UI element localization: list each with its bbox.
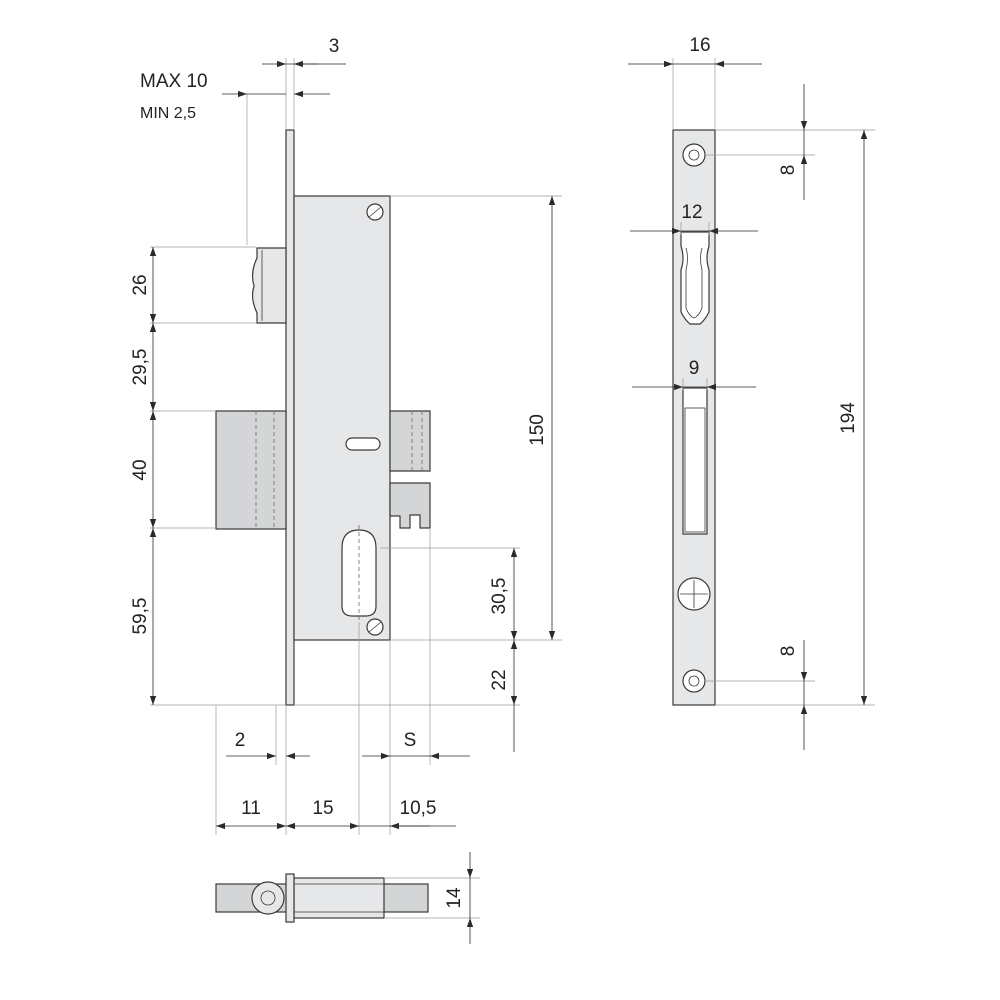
bolt-opening [682, 387, 708, 535]
faceplate-view [672, 129, 716, 706]
label-150: 150 [527, 414, 548, 446]
front-view [215, 129, 431, 706]
label-26: 26 [130, 274, 151, 295]
dim-total-length: 194 [838, 130, 868, 705]
latch-opening [680, 231, 710, 325]
label-59-5: 59,5 [130, 598, 151, 635]
label-s: S [404, 730, 417, 751]
label-30-5: 30,5 [489, 578, 510, 615]
dim-case-thickness: 14 [444, 852, 474, 944]
dead-bolt [215, 410, 287, 530]
dim-bottom-hole-offset: 8 [778, 640, 808, 750]
label-22: 22 [489, 669, 510, 690]
label-194: 194 [838, 402, 859, 434]
label-11: 11 [241, 798, 261, 819]
label-10-5: 10,5 [400, 798, 437, 819]
dim-bottom-row1: 2 S [226, 730, 470, 760]
label-8-top: 8 [778, 165, 799, 176]
label-15: 15 [312, 798, 333, 819]
label-16: 16 [689, 35, 710, 56]
faceplate-extension-lines [672, 58, 875, 706]
bottom-latch-roller [251, 881, 285, 915]
faceplate-hole-bottom [682, 669, 706, 693]
label-14: 14 [444, 887, 465, 909]
spindle-slot [345, 437, 381, 451]
dim-right-chain: 150 30,5 22 [489, 196, 556, 752]
dim-max-min: MAX 10 MIN 2,5 [140, 71, 330, 122]
label-min: MIN 2,5 [140, 105, 196, 122]
label-max: MAX 10 [140, 71, 208, 92]
dim-bolt-opening: 9 [632, 358, 756, 391]
label-12: 12 [681, 202, 702, 223]
label-9: 9 [689, 358, 700, 379]
label-40: 40 [130, 459, 151, 480]
bottom-case [293, 877, 385, 919]
label-8-bottom: 8 [778, 646, 799, 657]
label-29-5: 29,5 [130, 349, 151, 386]
bolt-tail [389, 410, 431, 472]
bottom-view [215, 873, 480, 923]
dim-left-chain: 26 29,5 40 59,5 [130, 247, 157, 705]
dim-top-hole-offset: 8 [778, 84, 808, 200]
latch-bolt [251, 247, 287, 324]
dim-latch-opening: 12 [630, 202, 758, 235]
label-2: 2 [235, 730, 246, 751]
case-screw-bottom [366, 618, 384, 636]
faceplate-cylinder-hole [677, 577, 711, 611]
label-3: 3 [329, 36, 340, 57]
case-screw-top [366, 203, 384, 221]
dim-bottom-row2: 11 15 10,5 [216, 798, 456, 830]
faceplate-hole-top [682, 143, 706, 167]
front-faceplate [285, 129, 295, 706]
bottom-faceplate [285, 873, 295, 923]
cylinder-hole [341, 529, 377, 617]
dim-plate-width: 16 [628, 35, 762, 68]
dim-faceplate-thickness: 3 [262, 36, 346, 68]
